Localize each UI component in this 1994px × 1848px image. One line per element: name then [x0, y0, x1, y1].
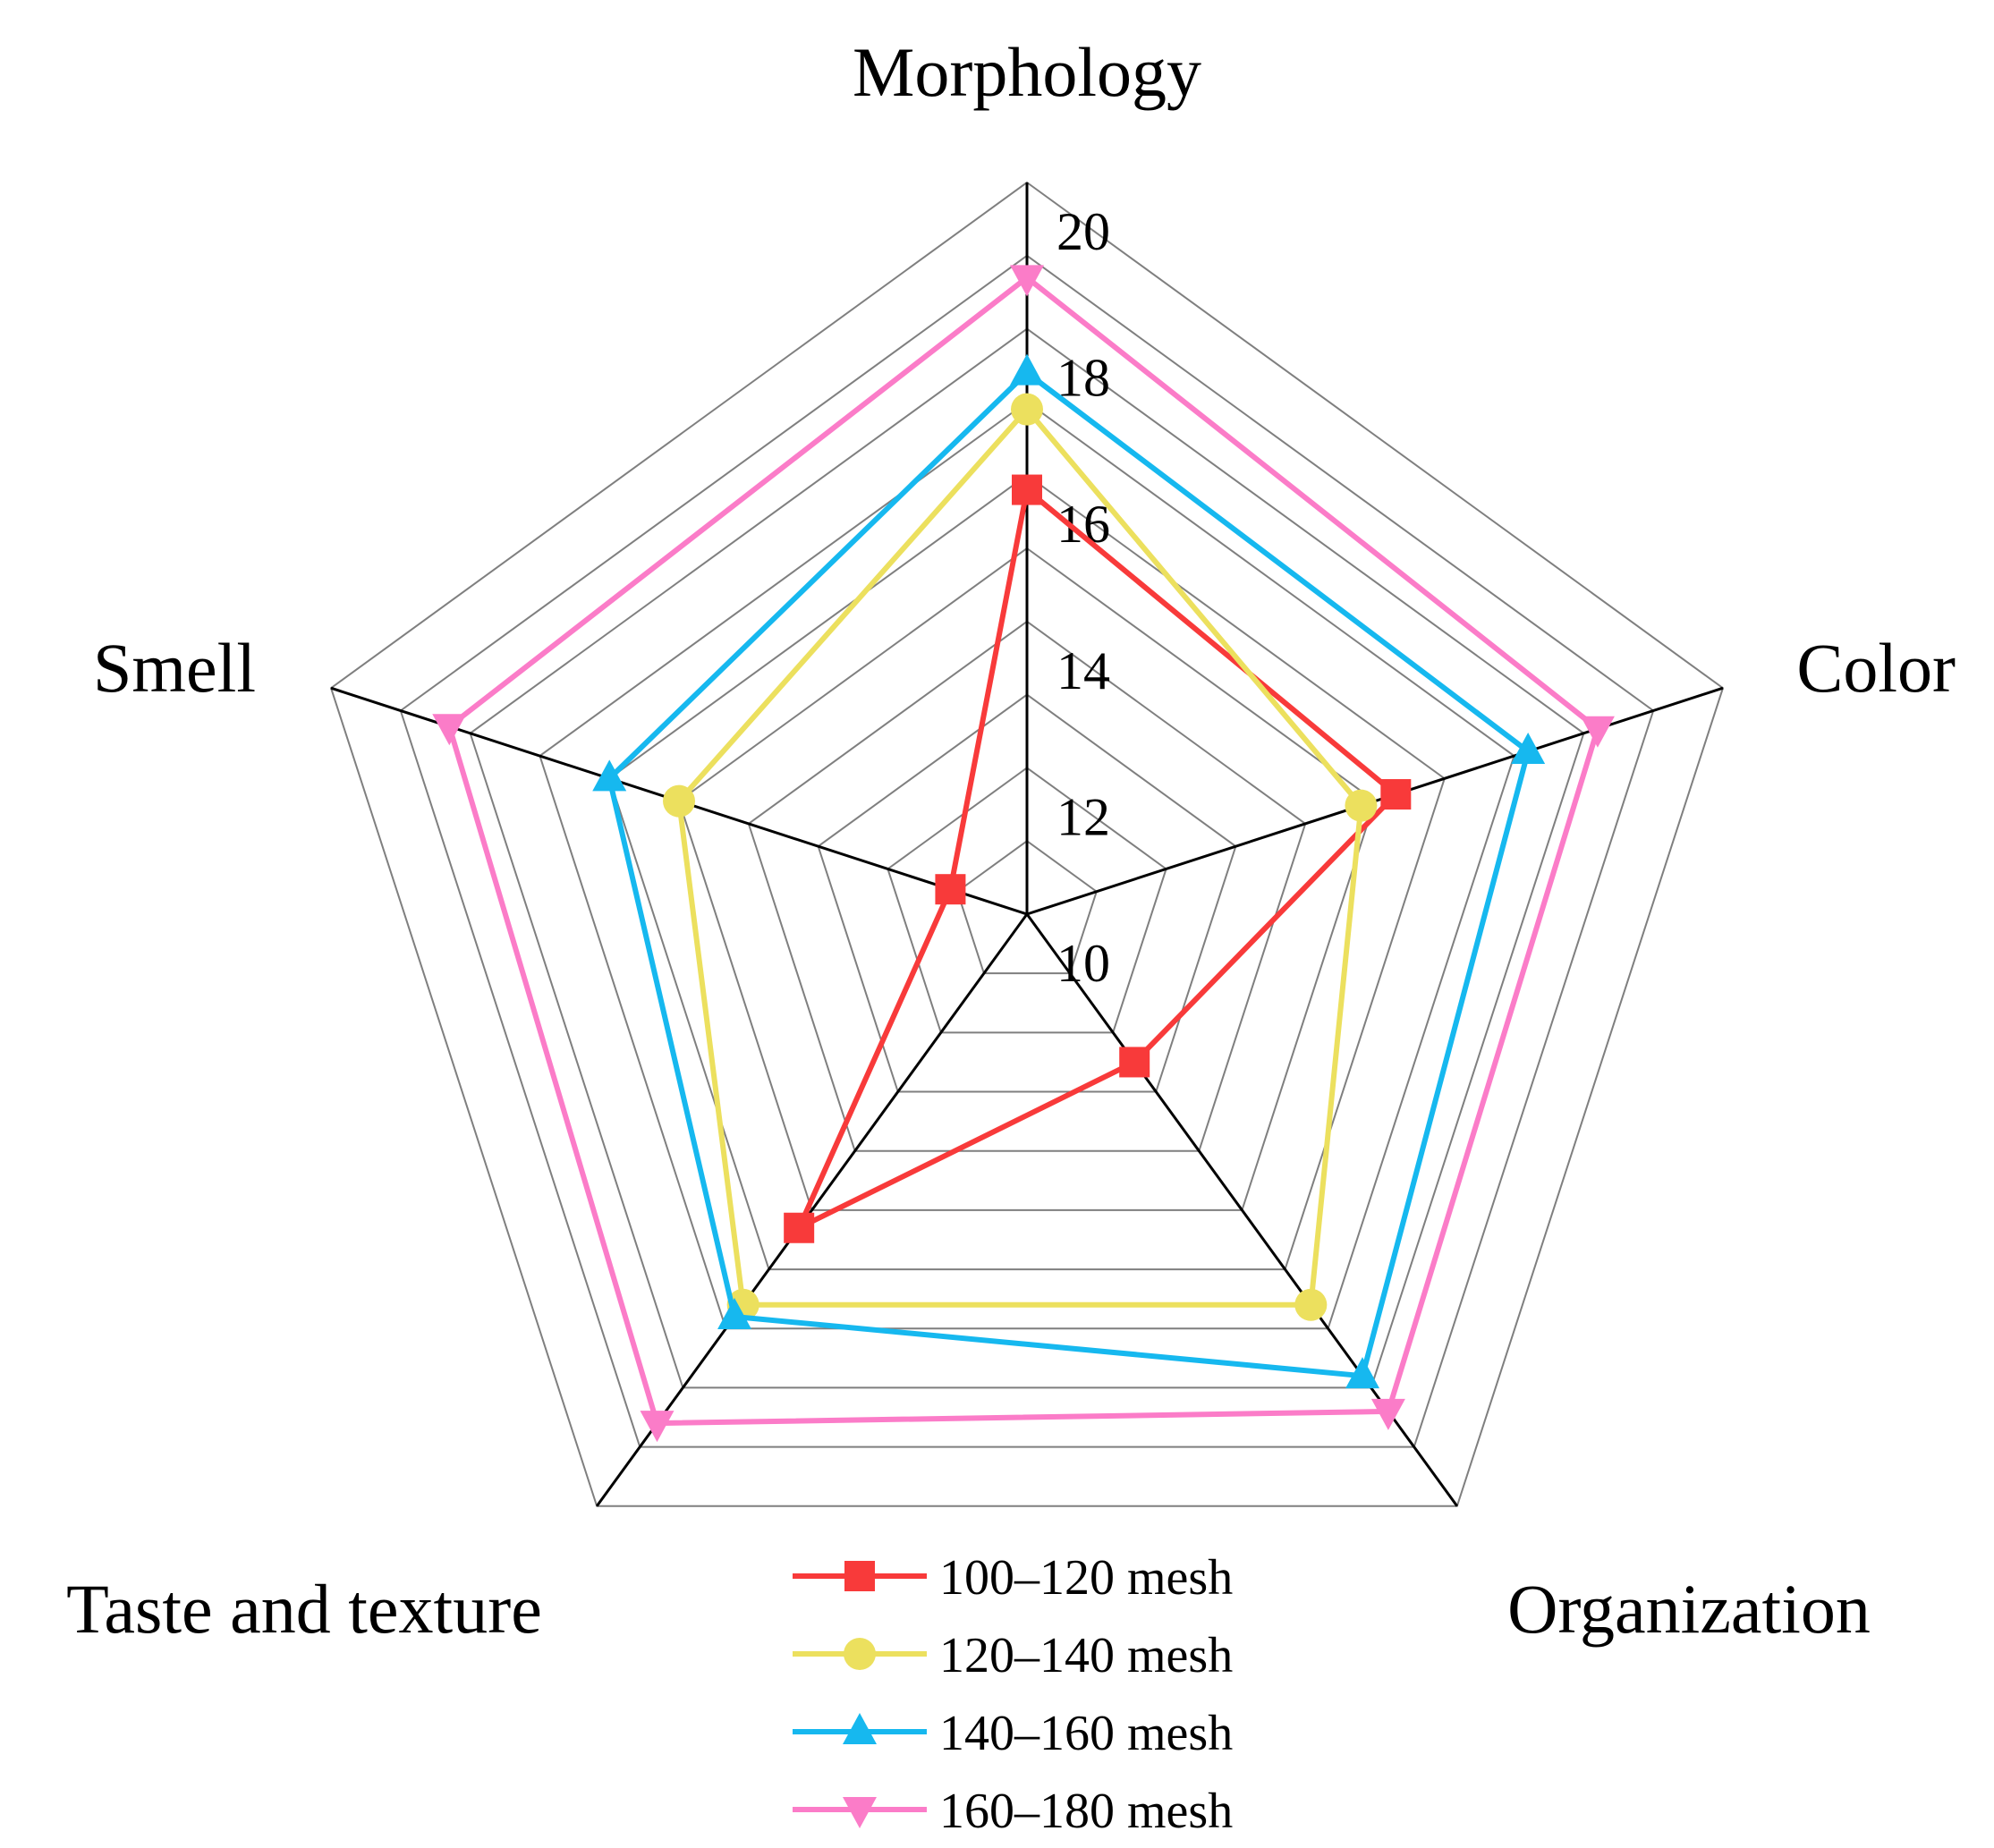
data-point [784, 1212, 815, 1243]
grid-ring [539, 401, 1515, 1330]
legend-marker [844, 1638, 876, 1670]
series-140-160-mesh [592, 353, 1546, 1389]
data-point [1370, 1398, 1405, 1430]
legend-label: 100–120 mesh [939, 1550, 1233, 1606]
legend-marker [844, 1561, 875, 1591]
series-line [796, 487, 1399, 1231]
grid-ring [469, 327, 1585, 1389]
data-point [1011, 393, 1043, 426]
grid-ring [399, 254, 1655, 1448]
axis-label-morphology: Morphology [853, 33, 1201, 111]
data-point [1294, 1288, 1328, 1321]
series-line [446, 275, 1600, 1427]
legend-marker [843, 1797, 877, 1828]
data-point [1010, 353, 1044, 386]
grid-ring [677, 547, 1377, 1211]
legend: 100–120 mesh 120–140 mesh 140–160 mesh 160–… [793, 1550, 1233, 1839]
data-point [717, 1298, 752, 1330]
legend-label: 120–140 mesh [939, 1628, 1233, 1683]
data-point [1012, 474, 1042, 505]
data-point [1010, 265, 1044, 297]
grid-ring [608, 473, 1446, 1271]
data-series [432, 265, 1615, 1443]
spoke-taste-and-texture [595, 913, 1029, 1507]
axis-label-smell: Smell [93, 629, 256, 707]
axis-label-taste-and-texture: Taste and texture [66, 1570, 542, 1648]
series-160-180-mesh [432, 265, 1615, 1443]
grid-ring [329, 181, 1725, 1507]
grid-ring [887, 767, 1167, 1034]
radar-grid [329, 181, 1725, 1507]
legend-item: 120–140 mesh [793, 1628, 1233, 1683]
data-point [1580, 716, 1615, 748]
tick-label: 10 [1056, 934, 1110, 993]
grid-ring [747, 620, 1307, 1152]
data-point [592, 759, 627, 792]
series-line [607, 369, 1532, 1379]
axis-label-organization: Organization [1507, 1570, 1871, 1648]
legend-item: 100–120 mesh [793, 1550, 1233, 1606]
legend-label: 160–180 mesh [939, 1784, 1233, 1839]
series-100-120-mesh [784, 474, 1412, 1243]
series-line [676, 406, 1364, 1308]
axis-label-color: Color [1796, 629, 1956, 707]
grid-ring [956, 839, 1098, 975]
data-point [432, 714, 467, 746]
data-point [1380, 779, 1412, 810]
tick-label: 20 [1056, 202, 1110, 261]
data-point [640, 1411, 675, 1443]
legend-marker [843, 1713, 877, 1744]
legend-item: 160–180 mesh [793, 1784, 1233, 1839]
data-point [1511, 733, 1546, 765]
tick-label: 14 [1056, 641, 1110, 700]
data-point [1345, 789, 1378, 822]
legend-label: 140–160 mesh [939, 1706, 1233, 1761]
tick-label: 16 [1056, 495, 1110, 554]
data-point [663, 784, 696, 818]
tick-label: 12 [1056, 787, 1110, 846]
grid-ring [817, 693, 1237, 1093]
data-point [935, 874, 966, 905]
tick-label: 18 [1056, 349, 1110, 408]
data-point [1119, 1047, 1150, 1078]
data-point [1345, 1357, 1380, 1389]
legend-item: 140–160 mesh [793, 1706, 1233, 1761]
